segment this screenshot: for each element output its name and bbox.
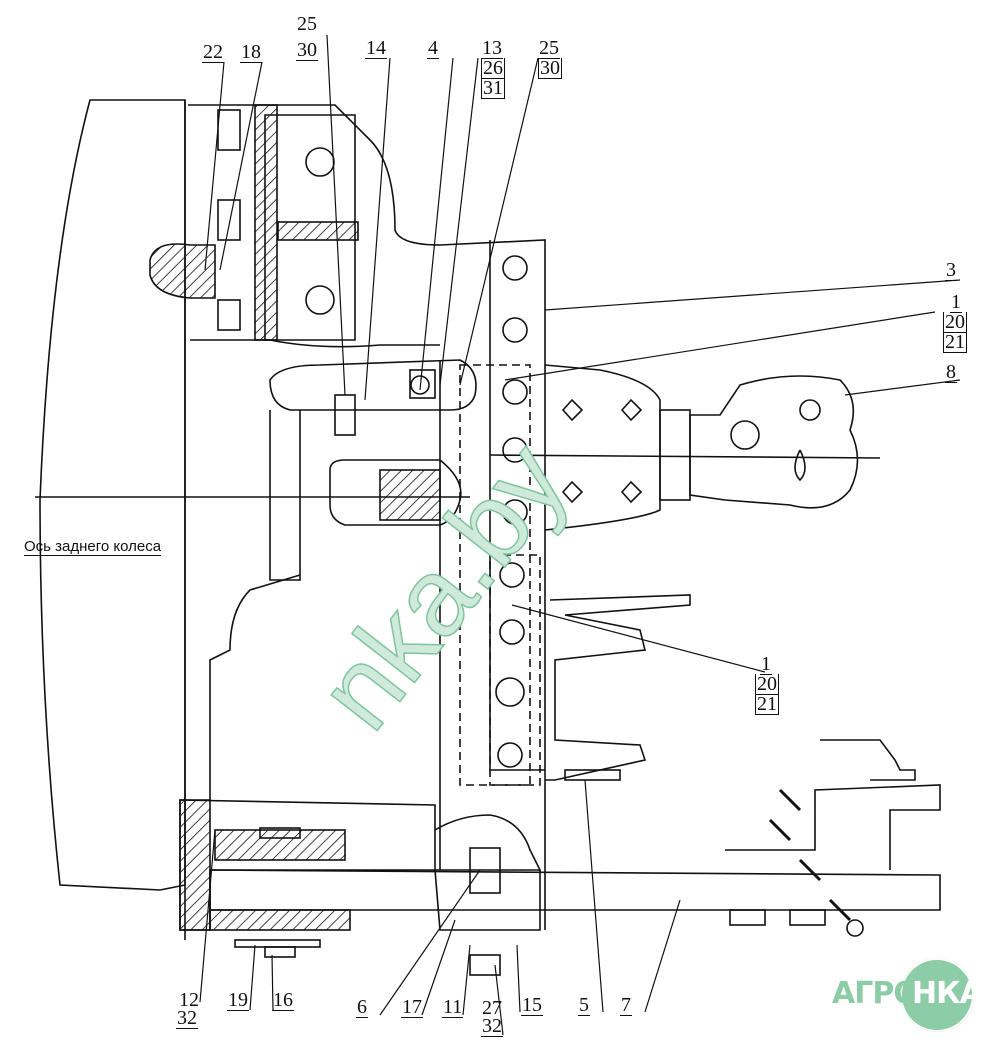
- label-16: 16: [272, 989, 294, 1011]
- label-27: 27: [482, 997, 502, 1019]
- label-19: 19: [227, 989, 249, 1011]
- towing-hook: [689, 375, 859, 509]
- label-32-a: 32: [176, 1007, 198, 1029]
- label-15: 15: [521, 994, 543, 1016]
- label-21-b: 21: [755, 693, 779, 715]
- label-18: 18: [240, 41, 262, 63]
- label-25-a: 25: [297, 13, 317, 35]
- label-20-a: 20: [943, 311, 967, 333]
- label-30-b: 30: [538, 57, 562, 79]
- rear-wheel-axis-label: Ось заднего колеса: [24, 538, 162, 556]
- leader-lines: [199, 34, 961, 1036]
- label-5: 5: [578, 994, 590, 1016]
- label-13: 13: [481, 37, 503, 59]
- logo-text-left: АГРО: [832, 976, 919, 1011]
- label-8: 8: [945, 361, 957, 383]
- agronka-logo: АГРО НКА: [832, 958, 983, 1032]
- label-26: 26: [481, 57, 505, 79]
- label-1-a: 1: [950, 291, 962, 313]
- label-4: 4: [427, 37, 439, 59]
- label-3: 3: [945, 259, 957, 281]
- label-11: 11: [442, 996, 464, 1018]
- logo-circle: [900, 958, 974, 1032]
- hex-bolts: [561, 398, 643, 504]
- label-22: 22: [202, 41, 224, 63]
- label-12: 12: [179, 989, 199, 1011]
- rear-axle-housing: [39, 99, 186, 891]
- label-20-b: 20: [755, 673, 779, 695]
- logo-text-right: НКА: [912, 976, 983, 1011]
- label-14: 14: [365, 37, 387, 59]
- label-1-b: 1: [760, 653, 772, 675]
- label-21-a: 21: [943, 331, 967, 353]
- label-32-b: 32: [481, 1015, 503, 1037]
- mounting-plate: [188, 104, 546, 930]
- label-7: 7: [620, 994, 632, 1016]
- label-17: 17: [401, 996, 423, 1018]
- label-6: 6: [356, 996, 368, 1018]
- label-30-a: 30: [296, 39, 318, 61]
- drawbar: [209, 869, 941, 911]
- label-25-b: 25: [538, 37, 560, 59]
- label-31: 31: [481, 77, 505, 99]
